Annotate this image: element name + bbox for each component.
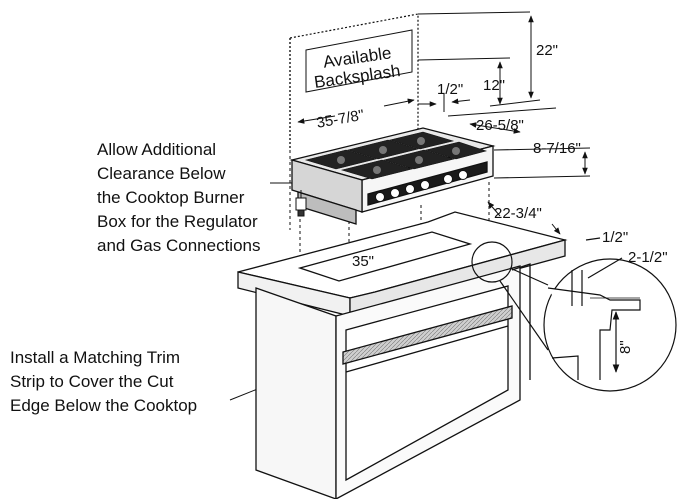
backsplash-label-box: Available Backsplash xyxy=(305,29,413,93)
clearance-note-line1: Allow Additional xyxy=(97,140,216,159)
clearance-note-line2: Clearance Below xyxy=(97,164,226,183)
dim-detail-two-half: 2-1/2" xyxy=(628,249,668,266)
clearance-note-line3: the Cooktop Burner xyxy=(97,188,245,207)
cooktop xyxy=(289,127,496,225)
dim-half-clearance: 1/2" xyxy=(437,81,463,98)
clearance-note-line5: and Gas Connections xyxy=(97,236,261,255)
dim-cutout-depth: 22-3/4" xyxy=(494,205,542,222)
dim-backsplash-height: 22" xyxy=(536,42,558,59)
dim-detail-height: 8" xyxy=(617,340,634,354)
dim-cooktop-depth: 26-5/8" xyxy=(476,117,524,134)
dim-cutout-width: 35" xyxy=(352,253,374,270)
dim-wall-offset: 12" xyxy=(483,77,505,94)
clearance-note-line4: Box for the Regulator xyxy=(97,212,258,231)
detail-callout xyxy=(471,237,677,392)
clearance-note: Allow Additional Clearance Below the Coo… xyxy=(97,140,261,255)
backsplash-region xyxy=(289,13,419,152)
trim-note-line1: Install a Matching Trim xyxy=(10,348,180,367)
trim-note: Install a Matching Trim Strip to Cover t… xyxy=(10,348,197,415)
dim-backsplash-width: 35-7/8" xyxy=(315,107,365,132)
dim-detail-half: 1/2" xyxy=(602,229,628,246)
dim-cooktop-height: 8-7/16" xyxy=(533,140,581,157)
cabinet xyxy=(237,211,568,499)
trim-note-line2: Strip to Cover the Cut xyxy=(10,372,174,391)
trim-note-line3: Edge Below the Cooktop xyxy=(10,396,197,415)
